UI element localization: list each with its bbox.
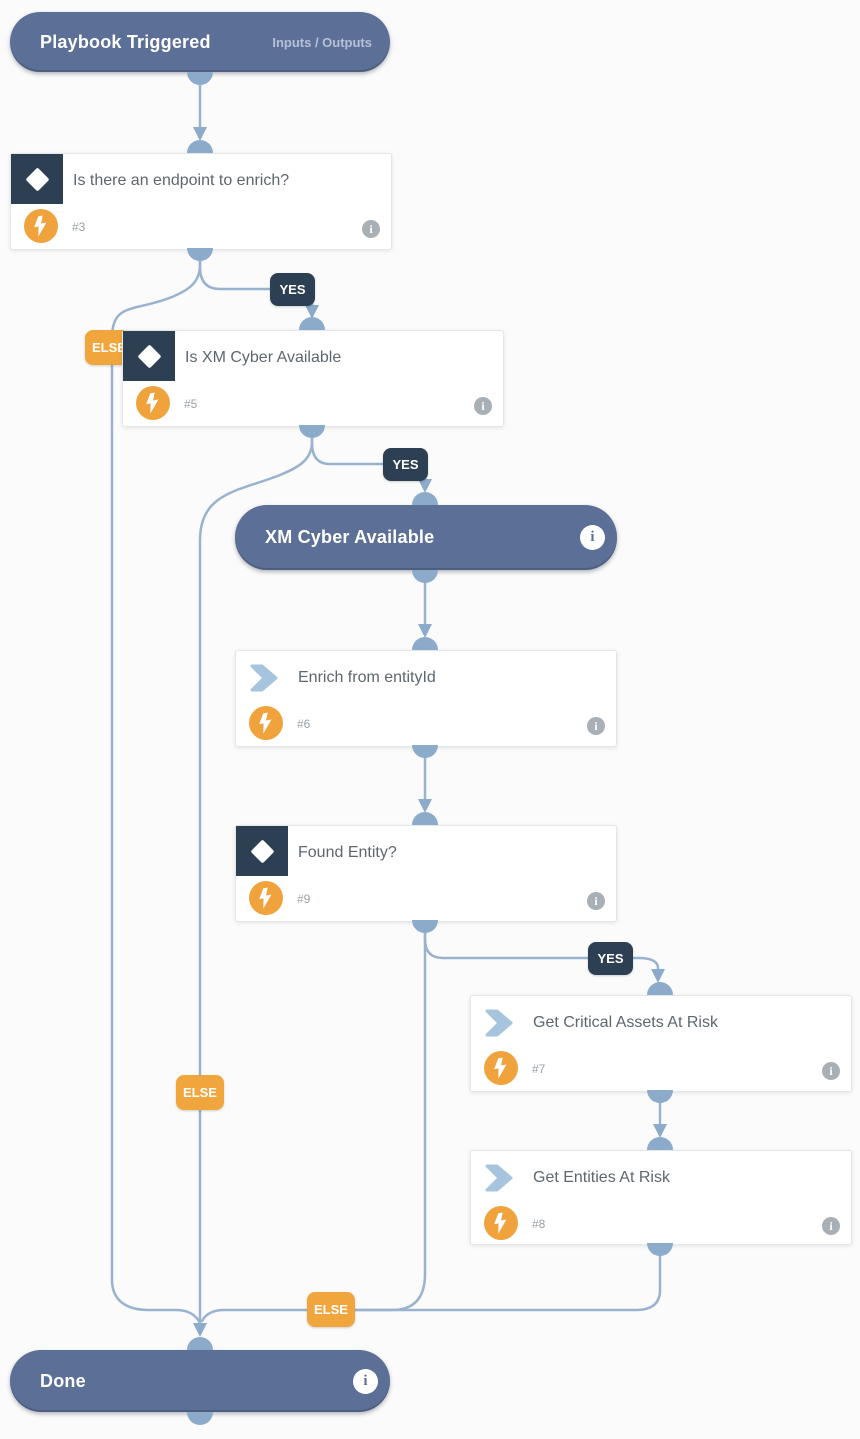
- section-title: XM Cyber Available: [265, 527, 435, 547]
- task-title: Get Entities At Risk: [533, 1169, 670, 1186]
- else-label: ELSE: [92, 340, 126, 355]
- port-in: [647, 1137, 673, 1150]
- playbook-triggered-title: Playbook Triggered: [40, 31, 211, 52]
- task-number: #5: [184, 397, 198, 411]
- yes-label: YES: [597, 951, 624, 966]
- info-icon[interactable]: i: [822, 1062, 840, 1080]
- task-title: Is there an endpoint to enrich?: [73, 172, 290, 189]
- yes-badge-endpoint: YES: [270, 273, 315, 306]
- port-out: [647, 1090, 673, 1103]
- port-in: [647, 982, 673, 995]
- task-card-is-endpoint-to-enrich[interactable]: Is there an endpoint to enrich? #3 i: [10, 153, 392, 250]
- section-header-xm-cyber-available[interactable]: XM Cyber Available i: [235, 505, 617, 570]
- playbook-triggered-node[interactable]: Playbook Triggered Inputs / Outputs: [10, 12, 390, 72]
- info-icon[interactable]: i: [362, 220, 380, 238]
- info-icon[interactable]: i: [822, 1217, 840, 1235]
- yes-badge-found: YES: [588, 942, 633, 975]
- diamond-icon: [24, 166, 50, 192]
- automation-bolt-icon: [249, 706, 283, 740]
- yes-label: YES: [279, 282, 306, 297]
- automation-bolt-icon: [136, 386, 170, 420]
- automation-bolt-icon: [24, 209, 58, 243]
- task-number: #8: [532, 1217, 546, 1231]
- port-out: [412, 745, 438, 758]
- automation-bolt-icon: [249, 881, 283, 915]
- task-card-get-critical-assets-at-risk[interactable]: Get Critical Assets At Risk #7 i: [470, 995, 852, 1092]
- condition-icon: [236, 826, 288, 876]
- task-number: #6: [297, 717, 311, 731]
- port-in: [412, 492, 438, 505]
- task-card-enrich-from-entityid[interactable]: Enrich from entityId #6 i: [235, 650, 617, 747]
- else-badge-found: ELSE: [307, 1292, 355, 1327]
- done-title: Done: [40, 1370, 86, 1391]
- info-icon[interactable]: i: [587, 717, 605, 735]
- task-title: Enrich from entityId: [298, 669, 436, 686]
- automation-bolt-icon: [484, 1051, 518, 1085]
- info-icon[interactable]: i: [587, 892, 605, 910]
- port-in: [299, 317, 325, 330]
- task-number: #9: [297, 892, 311, 906]
- task-title: Found Entity?: [298, 844, 397, 861]
- port-out: [647, 1243, 673, 1256]
- task-title: Is XM Cyber Available: [185, 349, 342, 366]
- info-icon[interactable]: i: [580, 525, 605, 550]
- else-label: ELSE: [183, 1085, 217, 1100]
- port-in: [412, 812, 438, 825]
- yes-badge-xm: YES: [383, 448, 428, 481]
- subplaybook-chevron-icon: [485, 1164, 513, 1192]
- port-in: [187, 1337, 213, 1350]
- done-node[interactable]: Done i: [10, 1350, 390, 1412]
- info-icon[interactable]: i: [474, 397, 492, 415]
- port-out: [412, 920, 438, 933]
- port-out: [187, 1412, 213, 1425]
- yes-label: YES: [392, 457, 419, 472]
- port-in: [187, 140, 213, 153]
- task-card-found-entity[interactable]: Found Entity? #9 i: [235, 825, 617, 922]
- port-out: [299, 425, 325, 438]
- diamond-icon: [249, 838, 275, 864]
- automation-bolt-icon: [484, 1206, 518, 1240]
- task-number: #3: [72, 220, 86, 234]
- port-out: [187, 248, 213, 261]
- port-out: [412, 570, 438, 583]
- else-badge-xm: ELSE: [176, 1075, 224, 1110]
- port-out: [187, 72, 213, 85]
- condition-icon: [11, 154, 63, 204]
- info-icon[interactable]: i: [353, 1369, 378, 1394]
- task-number: #7: [532, 1062, 546, 1076]
- condition-icon: [123, 331, 175, 381]
- task-card-is-xm-cyber-available[interactable]: Is XM Cyber Available #5 i: [122, 330, 504, 427]
- subplaybook-chevron-icon: [250, 664, 278, 692]
- subplaybook-chevron-icon: [485, 1009, 513, 1037]
- else-label: ELSE: [314, 1302, 348, 1317]
- task-title: Get Critical Assets At Risk: [533, 1014, 718, 1031]
- task-card-get-entities-at-risk[interactable]: Get Entities At Risk #8 i: [470, 1150, 852, 1245]
- inputs-outputs-link[interactable]: Inputs / Outputs: [272, 34, 372, 50]
- diamond-icon: [136, 343, 162, 369]
- port-in: [412, 637, 438, 650]
